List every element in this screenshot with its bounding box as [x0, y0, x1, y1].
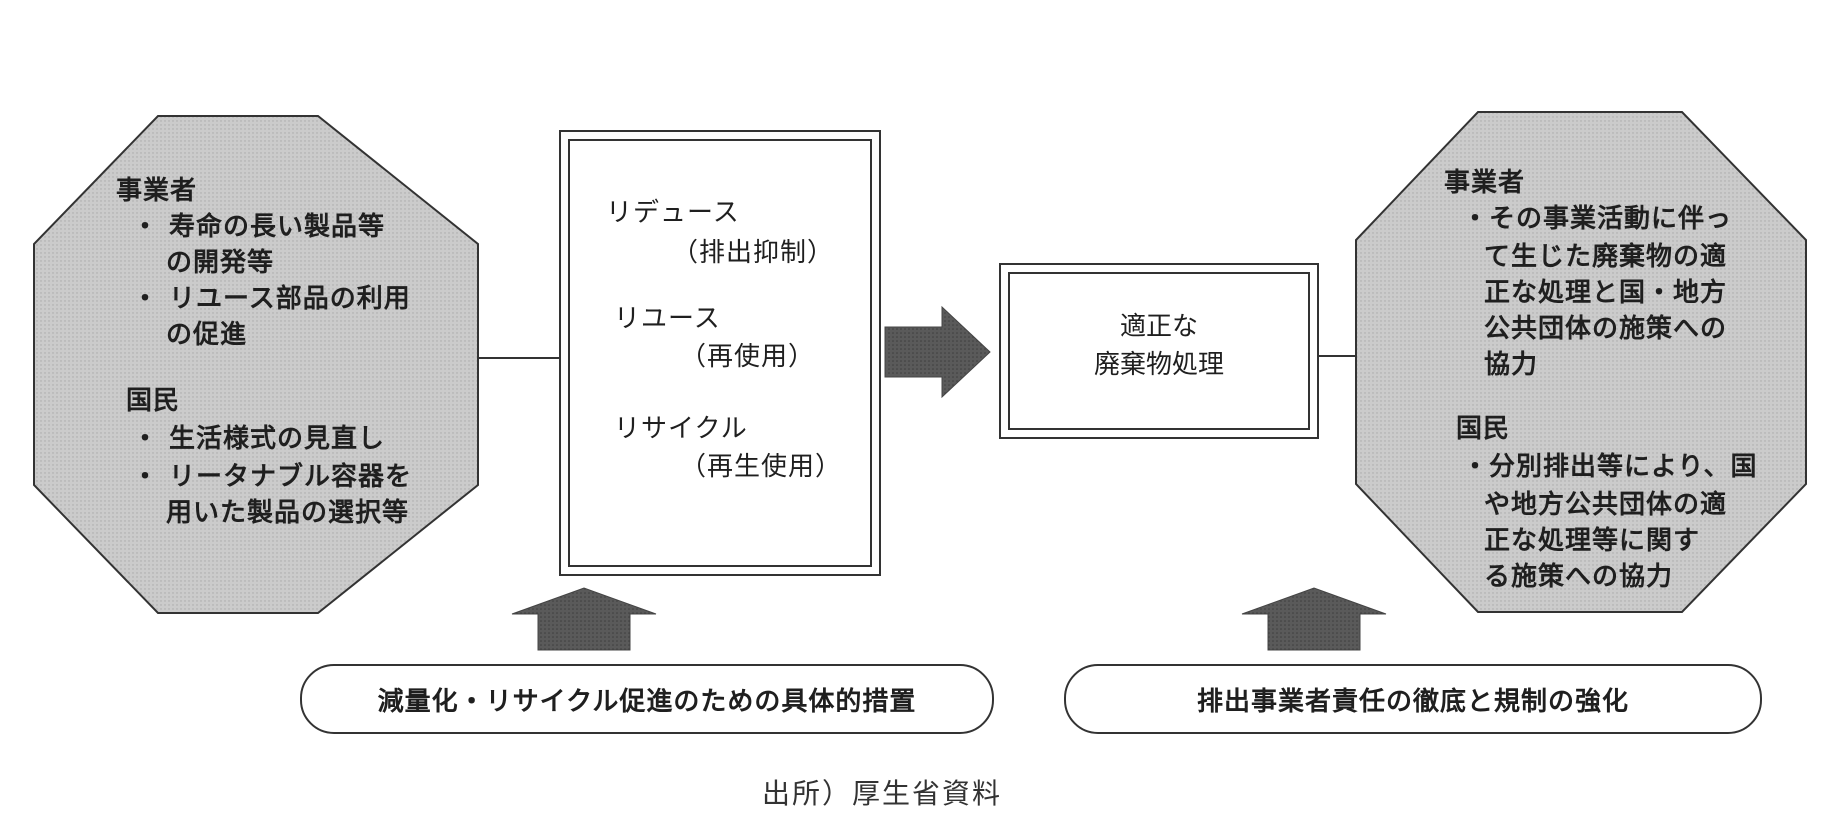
- left-item: ・ 寿命の長い製品等: [132, 212, 386, 242]
- left-heading-business: 事業者: [116, 176, 198, 206]
- up-arrow-right: [1241, 587, 1387, 651]
- left-item: ・ 生活様式の見直し: [132, 424, 386, 454]
- reuse-label: リユース: [614, 304, 721, 334]
- left-item: 用いた製品の選択等: [166, 498, 410, 528]
- right-item: 公共団体の施策への: [1484, 314, 1728, 344]
- source-note: 出所）厚生省資料: [762, 777, 1003, 810]
- proper-box-inner: [1008, 272, 1310, 430]
- up-arrow-left: [511, 587, 657, 651]
- left-item: ・ リータナブル容器を: [132, 462, 413, 492]
- reduce-label: リデュース: [606, 198, 740, 228]
- left-item: ・ リユース部品の利用: [132, 284, 411, 314]
- right-item: 正な処理と国・地方: [1484, 278, 1728, 308]
- center-box-inner: [568, 139, 872, 567]
- right-heading-business: 事業者: [1444, 168, 1526, 198]
- right-item: ・分別排出等により、国: [1462, 452, 1758, 482]
- left-item: の開発等: [166, 248, 275, 278]
- right-heading-citizens: 国民: [1456, 414, 1511, 444]
- left-octagon: [33, 115, 479, 614]
- right-item: る施策への協力: [1484, 562, 1674, 592]
- right-item: 協力: [1484, 350, 1539, 380]
- right-item: て生じた廃棄物の適: [1484, 242, 1728, 272]
- bottom-left-measure-label: 減量化・リサイクル促進のための具体的措置: [377, 686, 917, 717]
- left-heading-citizens: 国民: [126, 386, 181, 416]
- right-arrow: [884, 305, 991, 399]
- recycle-sub-label: （再生使用）: [680, 452, 843, 482]
- right-octagon: [1355, 111, 1807, 613]
- right-item: や地方公共団体の適: [1484, 490, 1728, 520]
- proper-disposal-line1: 適正な: [1119, 312, 1198, 342]
- right-item: 正な処理等に関す: [1484, 526, 1701, 556]
- left-item: の促進: [166, 320, 248, 350]
- reuse-sub-label: （再使用）: [680, 342, 816, 372]
- bottom-left-measure: 減量化・リサイクル促進のための具体的措置: [300, 664, 994, 734]
- proper-disposal-line2: 廃棄物処理: [1093, 350, 1224, 380]
- reduce-sub-label: （排出抑制）: [672, 238, 835, 268]
- recycle-label: リサイクル: [614, 414, 748, 444]
- bottom-right-measure: 排出事業者責任の徹底と規制の強化: [1064, 664, 1762, 734]
- right-item: ・その事業活動に伴っ: [1462, 204, 1733, 234]
- bottom-right-measure-label: 排出事業者責任の徹底と規制の強化: [1196, 686, 1629, 717]
